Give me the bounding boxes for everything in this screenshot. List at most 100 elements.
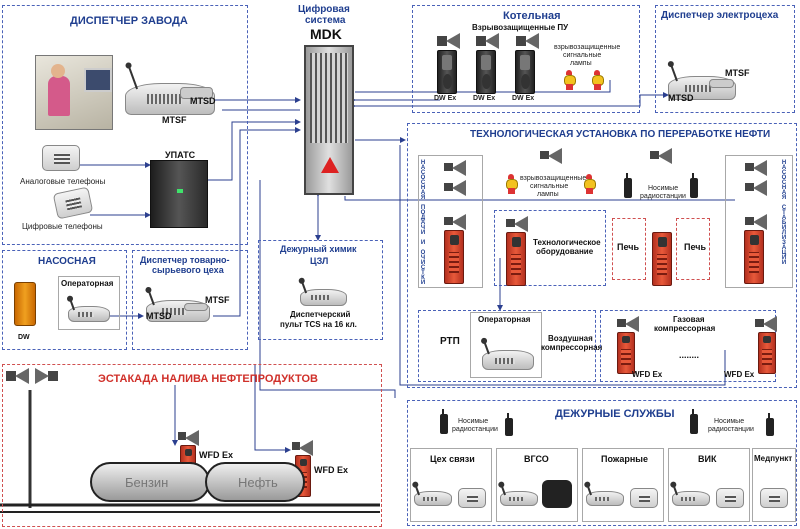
boiler-lamps-label-2: сигнальные	[563, 52, 602, 59]
gas-dots: ........	[679, 350, 700, 360]
gas-wfd-label-2: WFD Ex	[724, 370, 755, 379]
overpass-speaker-4	[292, 440, 314, 456]
oven-label-1: Печь	[617, 242, 640, 252]
tech-equipment-label-1: Технологическое	[533, 238, 601, 247]
elec-zone	[655, 5, 795, 113]
duty-unit-vik-label: ВИК	[698, 454, 717, 464]
duty-unit-vik	[668, 448, 750, 522]
commodity-zone	[132, 250, 248, 350]
chemist-zone	[258, 240, 383, 340]
pump-dw-station	[14, 282, 36, 326]
overpass-speaker-2	[35, 368, 58, 384]
factory-dispatcher-zone	[2, 5, 248, 245]
analog-phone	[42, 145, 80, 171]
elec-console	[668, 60, 736, 100]
overpass-speaker-1	[6, 368, 29, 384]
tank-label-2: Нефть	[238, 475, 278, 490]
duty-radio-2	[505, 413, 513, 436]
tech-right-vertical-label: НАСОСНАЯ СТАБИЛИЗАЦИИ	[781, 160, 787, 265]
tech-left-vertical-label: НАСОСНАЯ ПОДАЧИ И ОЧИСТКИ	[420, 160, 426, 285]
tech-radios-label-2: радиостанции	[640, 193, 686, 200]
rtp-operator-label: Операторная	[478, 315, 531, 324]
tech-left-speaker-1	[444, 160, 466, 176]
factory-title: ДИСПЕТЧЕР ЗАВОДА	[70, 15, 188, 27]
overpass-speaker-3	[178, 430, 200, 446]
tank-car-2	[205, 462, 305, 502]
tech-signal-lamp-1	[504, 174, 518, 194]
air-compressor-label-2: компрессорная	[541, 343, 603, 352]
duty-unit-comm	[410, 448, 492, 522]
boiler-dw-station-3	[515, 50, 535, 94]
duty-vgso-console	[500, 482, 538, 506]
duty-radio-1	[440, 409, 448, 434]
duty-comm-phone	[458, 488, 486, 508]
duty-radios-label-4: радиостанции	[708, 426, 754, 433]
duty-unit-vgso-label: ВГСО	[524, 454, 549, 464]
boiler-dw-station-1	[437, 50, 457, 94]
duty-unit-med	[752, 448, 796, 522]
pbx-led-icon	[177, 189, 183, 193]
boiler-signal-lamp-2	[590, 70, 604, 90]
duty-unit-vgso	[496, 448, 578, 522]
chemist-console-label-1: Диспетчерский	[290, 310, 351, 319]
duty-radios-label-3: Носимые	[714, 418, 745, 425]
pump-operator-label: Операторная	[61, 279, 114, 288]
duty-unit-med-label: Медпункт	[754, 454, 793, 463]
tech-right-speaker-2	[745, 180, 767, 196]
duty-comm-console	[414, 482, 452, 506]
boiler-speaker-3	[516, 33, 539, 49]
pump-operator-zone	[58, 276, 120, 330]
overpass-wfd-label-2: WFD Ex	[314, 465, 349, 475]
tech-left-wfd	[444, 230, 464, 284]
tank-label-1: Бензин	[125, 475, 169, 490]
tech-left-pump-zone	[418, 155, 483, 288]
overpass-zone	[2, 364, 382, 527]
tech-equipment-label-2: оборудование	[536, 247, 594, 256]
tech-zone	[407, 123, 797, 388]
gas-speaker-1	[617, 316, 639, 332]
duty-radios-label-1: Носимые	[458, 418, 489, 425]
tech-radios-label-1: Носимые	[648, 185, 679, 192]
boiler-title: Котельная	[503, 10, 561, 22]
duty-radio-3	[690, 409, 698, 434]
duty-fire-phone	[630, 488, 658, 508]
tech-equipment-speaker	[506, 216, 528, 232]
operator-head	[51, 64, 65, 78]
chemist-title-2: ЦЗЛ	[310, 256, 329, 266]
boiler-speaker-2	[476, 33, 499, 49]
overpass-title: ЭСТАКАДА НАЛИВА НЕФТЕПРОДУКТОВ	[98, 373, 318, 385]
duty-radios-label-2: радиостанции	[452, 426, 498, 433]
mdk-title-line3: MDK	[310, 26, 342, 42]
duty-unit-fire	[582, 448, 664, 522]
overpass-wfd-label-1: WFD Ex	[199, 450, 234, 460]
oven-label-2: Печь	[684, 242, 707, 252]
tech-equipment-zone	[494, 210, 606, 286]
tech-left-speaker-3	[444, 214, 466, 230]
commodity-mtsf-label: MTSF	[205, 295, 230, 305]
duty-med-phone	[760, 488, 788, 508]
elec-mtsf-label: MTSF	[725, 68, 750, 78]
boiler-subtitle: Взрывозащищенные ПУ	[472, 23, 569, 32]
gas-wfd-1	[617, 332, 635, 374]
duty-radio-4	[766, 413, 774, 436]
factory-operator-photo	[35, 55, 113, 130]
gas-speaker-2	[755, 316, 777, 332]
boiler-dw-station-2	[476, 50, 496, 94]
boiler-speaker-1	[437, 33, 460, 49]
elec-mtsd-label: MTSD	[668, 93, 694, 103]
boiler-lamps-label-3: лампы	[570, 60, 592, 67]
duty-vgso-black-phone	[542, 480, 572, 508]
commodity-console	[146, 286, 210, 322]
commodity-title-2: сырьевого цеха	[152, 265, 224, 275]
boiler-dw-label-1: DW Ex	[434, 95, 457, 102]
rtp-operator-zone	[470, 312, 542, 378]
tech-speaker-top-1	[540, 148, 562, 164]
pump-console	[68, 296, 110, 322]
factory-console	[125, 60, 215, 115]
tech-right-speaker-3	[745, 214, 767, 230]
rack-cards	[310, 53, 348, 143]
tech-right-pump-zone	[725, 155, 793, 288]
tech-title: ТЕХНОЛОГИЧЕСКАЯ УСТАНОВКА ПО ПЕРЕРАБОТКЕ…	[470, 129, 771, 140]
upats-label: УПАТС	[165, 150, 196, 160]
